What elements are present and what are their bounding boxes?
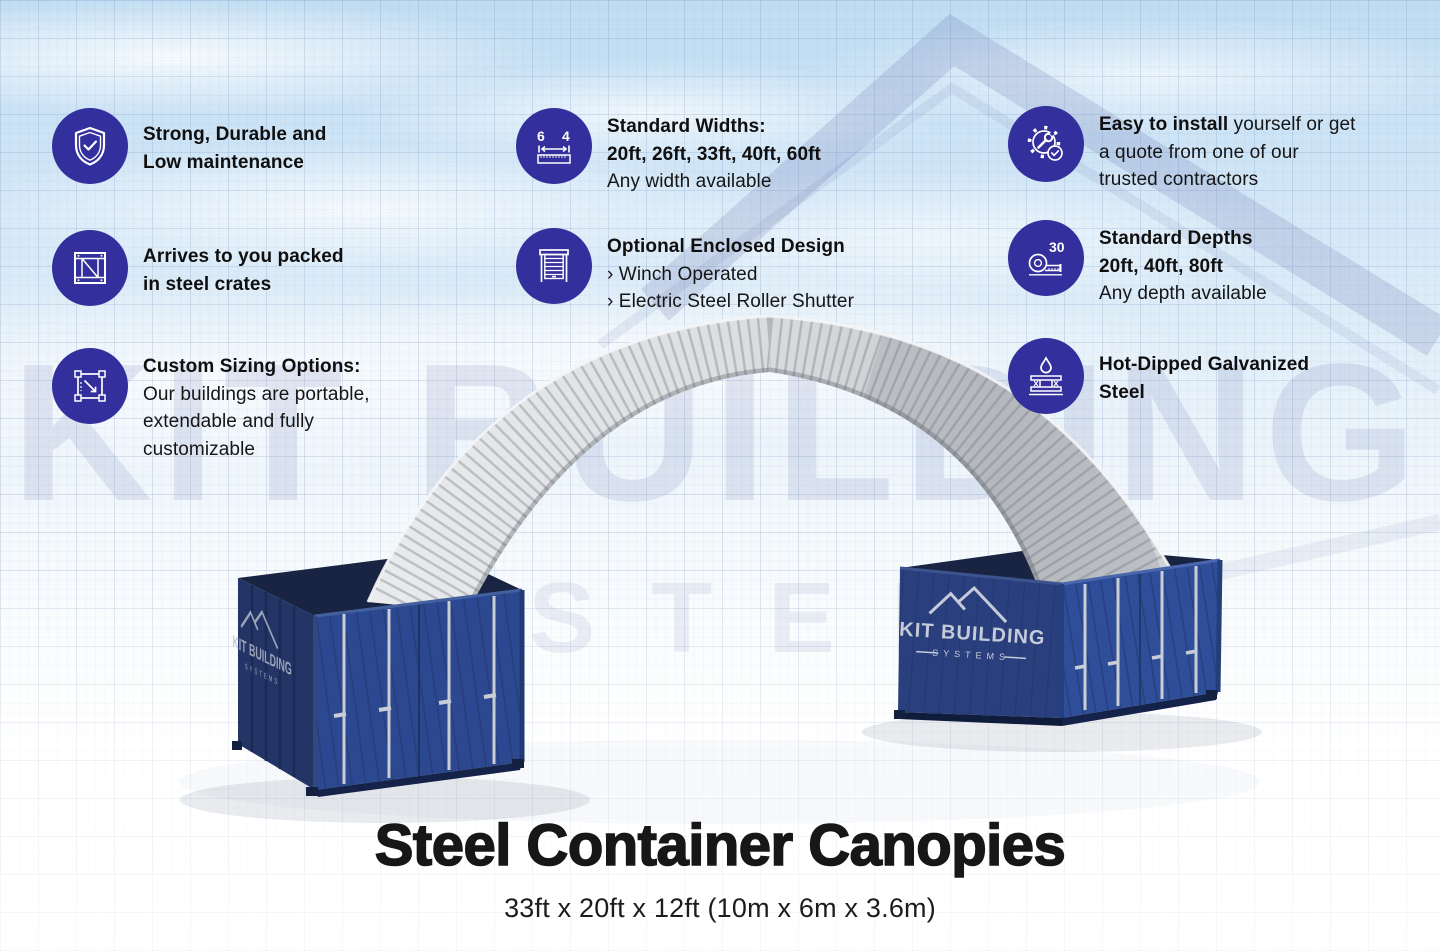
tape-measure-icon: 30 bbox=[1008, 220, 1084, 296]
feature-custom-sizing: Custom Sizing Options: Our buildings are… bbox=[52, 348, 370, 463]
page-title: Steel Container Canopies bbox=[374, 812, 1067, 879]
feature-line: a quote from one of our bbox=[1099, 141, 1299, 163]
feature-galvanized-steel: Hot-Dipped Galvanized Steel bbox=[1008, 338, 1309, 414]
feature-steel-crates: Arrives to you packed in steel crates bbox=[52, 230, 344, 306]
feature-line: in steel crates bbox=[143, 273, 272, 295]
feature-line: Standard Widths: bbox=[607, 116, 766, 137]
feature-enclosed-design: Optional Enclosed Design › Winch Operate… bbox=[516, 228, 854, 316]
feature-line: Easy to install yourself or get bbox=[1099, 111, 1356, 139]
shield-check-icon bbox=[52, 108, 128, 184]
feature-line: › Electric Steel Roller Shutter bbox=[607, 291, 855, 312]
feature-standard-widths: 6 4 Standard Widths: 20ft, 26ft, 33f bbox=[516, 108, 821, 196]
feature-line: Strong, Durable and bbox=[143, 124, 327, 145]
feature-line: Any width available bbox=[607, 171, 772, 192]
feature-line-rest: yourself or get bbox=[1228, 114, 1356, 135]
galvanized-steel-icon bbox=[1008, 338, 1084, 414]
feature-line: Optional Enclosed Design bbox=[607, 236, 845, 257]
feature-line: 20ft, 40ft, 80ft bbox=[1099, 255, 1224, 277]
feature-line: Low maintenance bbox=[143, 151, 304, 173]
feature-line: Hot-Dipped Galvanized bbox=[1099, 354, 1310, 375]
feature-line: Our buildings are portable, bbox=[143, 383, 370, 405]
feature-line: Standard Depths bbox=[1099, 228, 1253, 249]
feature-line: Any depth available bbox=[1099, 283, 1267, 304]
width-number-left: 6 bbox=[537, 128, 545, 144]
feature-line: Arrives to you packed bbox=[143, 246, 344, 267]
feature-line: › Winch Operated bbox=[607, 263, 758, 285]
width-ruler-icon: 6 4 bbox=[516, 108, 592, 184]
feature-line: Custom Sizing Options: bbox=[143, 356, 361, 377]
custom-sizing-icon bbox=[52, 348, 128, 424]
feature-line: trusted contractors bbox=[1099, 169, 1259, 190]
roof-chevron-watermark-inner bbox=[597, 81, 1440, 395]
feature-line: extendable and fully bbox=[143, 411, 315, 432]
gear-wrench-icon bbox=[1008, 106, 1084, 182]
feature-line: 20ft, 26ft, 33ft, 40ft, 60ft bbox=[607, 143, 821, 165]
feature-strong-durable: Strong, Durable and Low maintenance bbox=[52, 108, 326, 184]
feature-line-bold: Easy to install bbox=[1099, 114, 1229, 135]
feature-easy-install: Easy to install yourself or get a quote … bbox=[1008, 106, 1356, 194]
feature-line: Steel bbox=[1099, 381, 1145, 403]
crate-icon bbox=[52, 230, 128, 306]
feature-standard-depths: 30 Standard Depths 20ft, 40ft, 80ft Any … bbox=[1008, 220, 1267, 308]
footer-title-block: Steel Container Canopies 33ft x 20ft x 1… bbox=[0, 812, 1440, 924]
roof-chevron-watermark bbox=[641, 13, 1440, 356]
width-number-right: 4 bbox=[562, 128, 570, 144]
depth-number: 30 bbox=[1049, 239, 1065, 255]
roller-shutter-icon bbox=[516, 228, 592, 304]
page-subtitle: 33ft x 20ft x 12ft (10m x 6m x 3.6m) bbox=[504, 893, 936, 923]
feature-line: customizable bbox=[143, 438, 256, 460]
